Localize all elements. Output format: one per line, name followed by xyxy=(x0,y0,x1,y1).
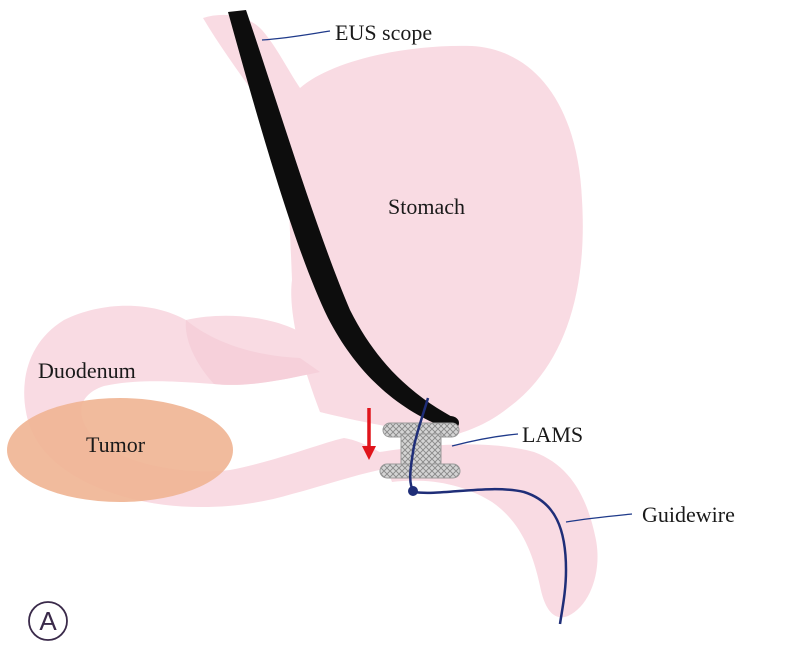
guidewire-knob xyxy=(408,486,418,496)
duodenum-label: Duodenum xyxy=(38,358,136,383)
panel-letter: A xyxy=(39,606,57,636)
lams-label: LAMS xyxy=(522,422,583,447)
stomach-label: Stomach xyxy=(388,194,465,219)
panel-circle-icon: A xyxy=(29,602,67,640)
tumor-label: Tumor xyxy=(86,432,146,457)
eus-scope-leader xyxy=(262,31,330,40)
lams-leader xyxy=(452,434,518,446)
guidewire-label: Guidewire xyxy=(642,502,735,527)
eus-scope-label: EUS scope xyxy=(335,20,432,45)
